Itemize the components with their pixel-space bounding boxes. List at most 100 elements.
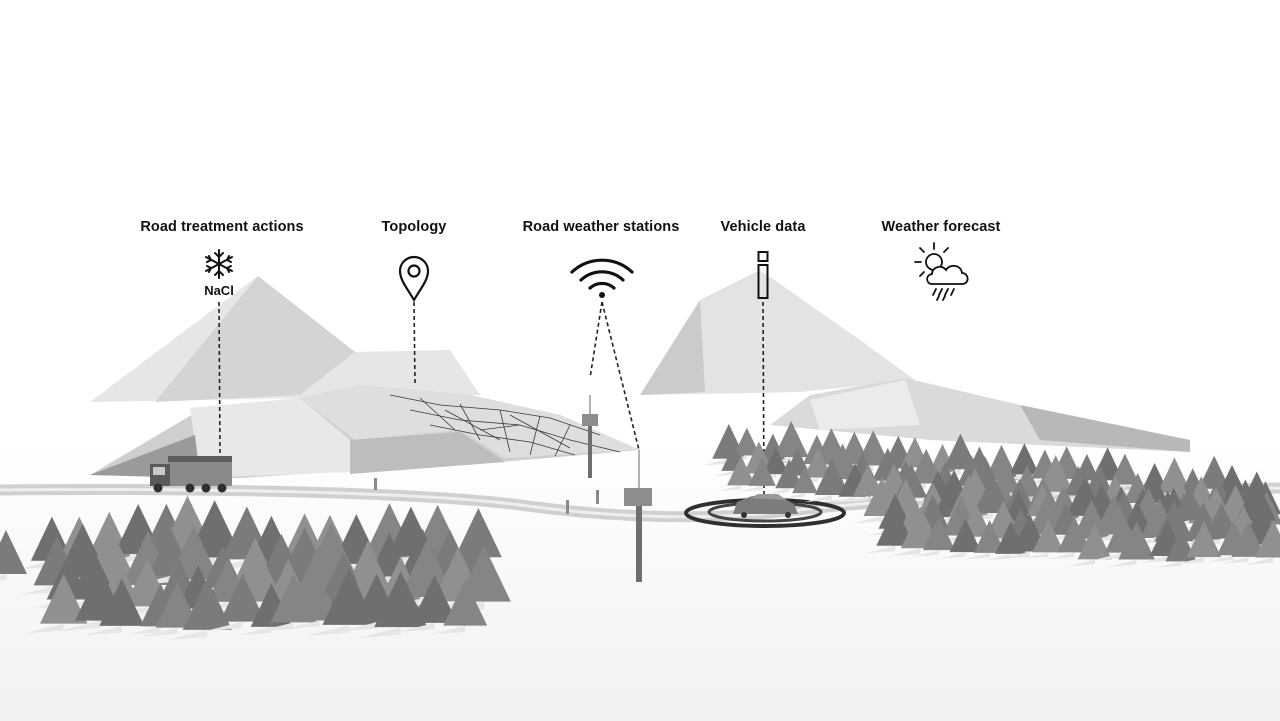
snowflake-icon [205,249,233,279]
tree [1231,521,1266,557]
tree [727,455,756,486]
tree [909,448,943,484]
tree [743,441,775,474]
tree [374,571,428,628]
tree-shadow [85,625,122,636]
connected-vehicle [684,494,846,528]
tree [973,519,1006,553]
tree [922,516,955,551]
tree [1032,519,1065,553]
label-vehicle-data: Vehicle data [720,219,806,235]
sun-cloud-rain-icon [914,242,969,301]
tree [943,433,978,470]
tree [1009,443,1040,475]
tree [155,581,200,628]
tree-shadow [718,485,742,492]
tree [775,459,803,489]
tree-shadow [740,485,763,492]
right-mountains [640,270,1190,452]
tree-shadow [1206,555,1234,563]
map-pin-icon [398,255,430,302]
tree-shadow [1221,556,1249,564]
salt-truck [150,456,232,493]
tree [853,464,884,496]
tree [1118,521,1155,560]
tree [733,427,761,456]
tree-shadow [339,622,377,632]
tree [748,457,776,486]
tree [949,518,982,553]
wifi-signal-icon [570,258,634,298]
tree-shadow [1055,515,1085,524]
tree-shadow [939,552,966,559]
tree [773,421,809,458]
tree [1236,478,1277,521]
weather-station-2 [624,450,652,582]
tree-shadow [1001,551,1030,559]
tree-shadow [398,622,435,633]
tree-shadow [19,585,58,595]
connector-lines [218,301,765,495]
tree [1157,457,1192,493]
tree [443,579,488,626]
tree [792,466,818,494]
topology-mesh [389,394,621,457]
tree [1110,453,1140,485]
forest [0,421,1280,640]
nacl-text: NaCl [204,283,234,298]
tree-shadow [0,574,6,581]
tree-shadow [1022,552,1049,559]
tree-shadow [206,621,243,631]
tree [1077,523,1112,560]
weather-station-1 [582,395,598,478]
tree-shadow [1067,559,1095,567]
tree-shadow [1176,557,1204,565]
tree [1186,520,1222,558]
tree-shadow [167,629,208,640]
tree-shadow [286,620,320,629]
tree [1057,516,1092,553]
tree-shadow [238,626,272,636]
tree-shadow [430,625,466,635]
tree [1172,485,1206,521]
tree [457,545,511,602]
tree-shadow [142,627,178,637]
tree [1003,490,1034,522]
tree-shadow [127,626,161,635]
tree-shadow [256,622,294,632]
label-road-treatment-actions: Road treatment actions [140,219,304,235]
label-road-weather-stations: Road weather stations [522,219,680,235]
tree-shadow [1047,552,1075,560]
tree [40,574,88,624]
tree-shadow [1156,561,1182,568]
tree [1255,519,1280,558]
tree-shadow [713,470,735,477]
tree-shadow [206,559,247,570]
tree [219,573,266,622]
info-icon [757,251,769,299]
tree-shadow [1093,552,1124,561]
tree [1038,455,1074,492]
tree [0,530,27,574]
left-mountains [90,276,640,478]
tree-shadow [25,623,64,634]
tree-shadow [985,553,1011,561]
tree-shadow [358,627,401,638]
tree [454,508,502,558]
tree-shadow [1139,556,1168,564]
tree [411,575,458,623]
tree-shadow [306,624,350,636]
tree-shadow [766,488,790,494]
tree-shadow [804,494,833,503]
tree [803,447,833,478]
tree [814,458,850,495]
tree-shadow [844,495,869,503]
tree-shadow [1107,559,1137,567]
tree-shadow [59,620,101,631]
tree [399,539,455,598]
tree [99,578,145,626]
tree-shadow [1244,557,1274,565]
tree-shadow [864,545,896,554]
tree [1198,455,1230,489]
